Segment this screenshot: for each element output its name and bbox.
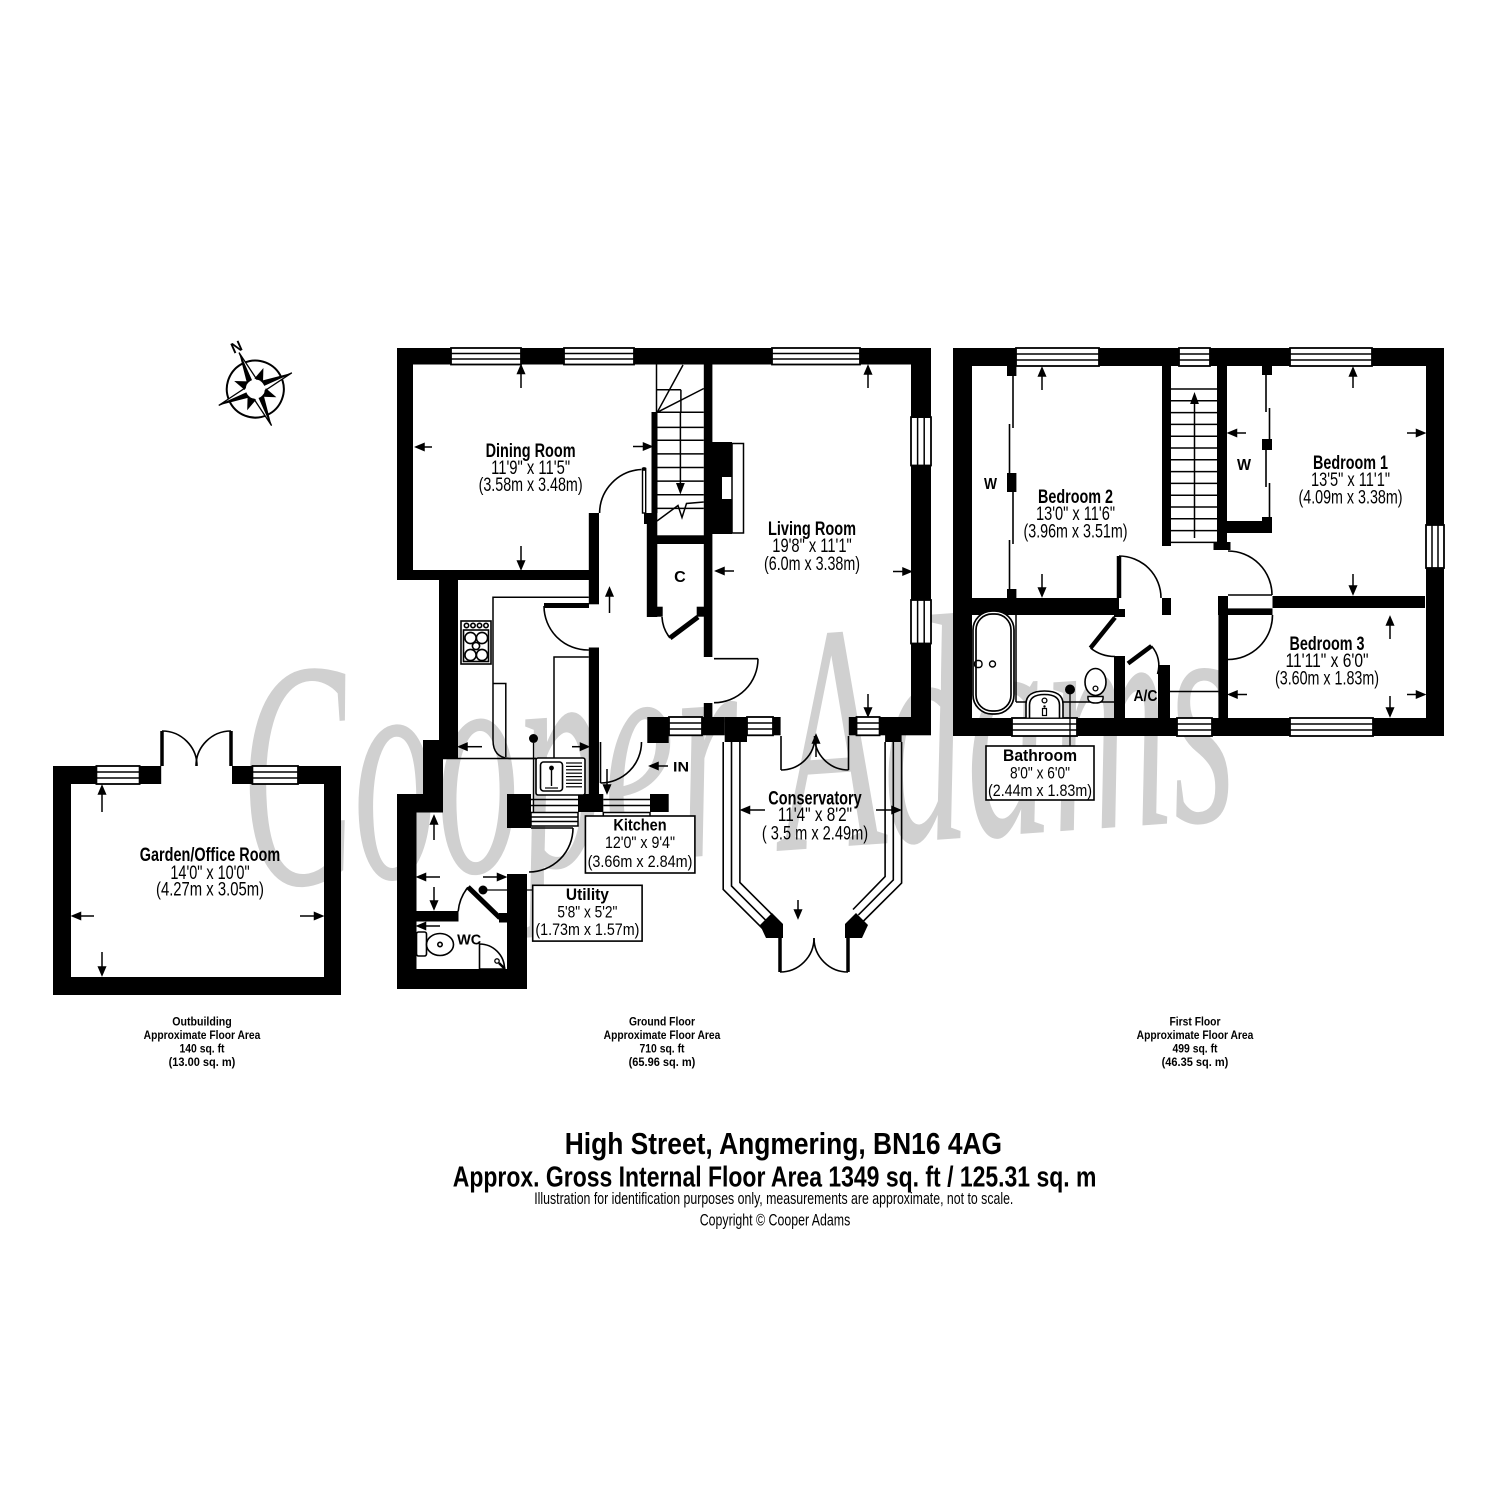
svg-text:( 3.5 m x 2.49m): ( 3.5 m x 2.49m): [762, 824, 868, 845]
svg-text:Approx. Gross Internal Floor A: Approx. Gross Internal Floor Area 1349 s…: [453, 1162, 1097, 1194]
svg-text:710 sq. ft: 710 sq. ft: [640, 1042, 685, 1056]
svg-text:11'9" x 11'5": 11'9" x 11'5": [491, 458, 570, 479]
svg-text:19'8" x 11'1": 19'8" x 11'1": [772, 536, 851, 557]
svg-text:(3.58m x 3.48m): (3.58m x 3.48m): [479, 475, 583, 496]
svg-text:(4.27m x 3.05m): (4.27m x 3.05m): [156, 880, 264, 901]
svg-text:(6.0m x 3.38m): (6.0m x 3.38m): [764, 554, 860, 575]
svg-text:Garden/Office Room: Garden/Office Room: [140, 845, 280, 866]
svg-text:11'4" x 8'2": 11'4" x 8'2": [778, 805, 852, 826]
svg-text:5'8" x 5'2": 5'8" x 5'2": [557, 903, 617, 922]
svg-text:Ground Floor: Ground Floor: [629, 1015, 695, 1029]
svg-text:(46.35 sq. m): (46.35 sq. m): [1162, 1055, 1229, 1069]
svg-text:(3.60m x 1.83m): (3.60m x 1.83m): [1275, 669, 1379, 690]
svg-text:W: W: [1237, 457, 1252, 474]
svg-text:Approximate Floor Area: Approximate Floor Area: [1137, 1028, 1254, 1042]
svg-text:(13.00 sq. m): (13.00 sq. m): [169, 1055, 236, 1069]
svg-text:8'0" x 6'0": 8'0" x 6'0": [1010, 764, 1070, 783]
svg-text:Living Room: Living Room: [768, 519, 856, 540]
svg-text:12'0" x 9'4": 12'0" x 9'4": [605, 833, 675, 852]
svg-text:Bathroom: Bathroom: [1003, 746, 1077, 765]
svg-text:(3.66m x 2.84m): (3.66m x 2.84m): [588, 852, 693, 871]
svg-text:(4.09m x 3.38m): (4.09m x 3.38m): [1299, 488, 1403, 509]
svg-text:A/C: A/C: [1134, 688, 1158, 705]
svg-text:First Floor: First Floor: [1170, 1015, 1221, 1029]
svg-text:Cooper Adams: Cooper Adams: [227, 530, 1245, 958]
svg-text:Bedroom 3: Bedroom 3: [1290, 634, 1365, 655]
svg-text:13'5" x 11'1": 13'5" x 11'1": [1311, 470, 1390, 491]
svg-text:14'0" x 10'0": 14'0" x 10'0": [170, 863, 249, 884]
svg-text:(3.96m x 3.51m): (3.96m x 3.51m): [1024, 522, 1128, 543]
svg-text:(2.44m x 1.83m): (2.44m x 1.83m): [988, 781, 1092, 800]
svg-text:Outbuilding: Outbuilding: [172, 1015, 232, 1029]
svg-text:WC: WC: [457, 931, 481, 948]
svg-text:Illustration for identificatio: Illustration for identification purposes…: [534, 1189, 1013, 1208]
svg-text:High Street, Angmering, BN16 4: High Street, Angmering, BN16 4AG: [565, 1126, 1002, 1161]
svg-text:Approximate Floor Area: Approximate Floor Area: [144, 1028, 261, 1042]
svg-text:C: C: [674, 569, 686, 586]
svg-text:Kitchen: Kitchen: [613, 815, 666, 834]
svg-text:Utility: Utility: [566, 885, 609, 904]
svg-text:11'11" x 6'0": 11'11" x 6'0": [1286, 651, 1369, 672]
svg-text:Approximate Floor Area: Approximate Floor Area: [604, 1028, 721, 1042]
svg-text:Bedroom 1: Bedroom 1: [1313, 453, 1388, 474]
svg-text:W: W: [984, 476, 998, 493]
svg-text:Bedroom 2: Bedroom 2: [1038, 487, 1113, 508]
svg-text:Dining Room: Dining Room: [486, 441, 576, 462]
svg-text:(65.96 sq. m): (65.96 sq. m): [629, 1055, 696, 1069]
svg-text:13'0" x 11'6": 13'0" x 11'6": [1036, 504, 1115, 525]
svg-text:IN: IN: [673, 758, 689, 774]
svg-text:140 sq. ft: 140 sq. ft: [180, 1042, 225, 1056]
svg-text:499 sq. ft: 499 sq. ft: [1173, 1042, 1218, 1056]
svg-text:Copyright © Cooper Adams: Copyright © Cooper Adams: [700, 1211, 851, 1230]
svg-text:Conservatory: Conservatory: [768, 789, 862, 810]
svg-text:(1.73m x 1.57m): (1.73m x 1.57m): [535, 920, 639, 939]
